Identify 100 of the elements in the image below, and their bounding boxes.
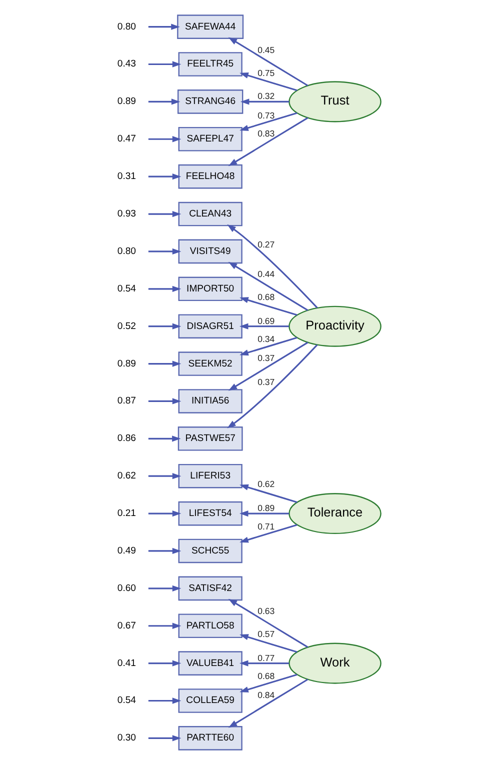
node-text: 0.93: [117, 208, 136, 220]
node-box: CLEAN43: [178, 202, 242, 226]
arrow: [228, 678, 308, 728]
arrow: [148, 61, 182, 68]
edge-label: 0.45: [258, 44, 275, 55]
edge-label: 0.84: [258, 690, 275, 700]
node-text: 0.80: [117, 21, 136, 32]
node-box: SAFEPL47: [178, 126, 242, 152]
edge-label: 0.89: [258, 502, 275, 513]
arrow: [228, 37, 308, 86]
edge-label: 0.34: [258, 334, 275, 344]
node-text: 0.80: [117, 246, 136, 257]
arrow: [148, 174, 182, 180]
node-text: 0.49: [117, 545, 136, 556]
edge-label: 0.83: [258, 128, 275, 139]
arrow: [148, 735, 182, 742]
arrow: [240, 674, 298, 692]
arrow: [227, 224, 318, 308]
node-box: LIFERI53: [178, 464, 242, 488]
node-ellipse: Work: [288, 642, 382, 684]
edge-label: 0.73: [258, 110, 275, 120]
arrow: [148, 210, 182, 218]
node-text: 0.31: [117, 171, 136, 182]
arrow: [148, 585, 182, 592]
arrow: [240, 336, 298, 356]
node-text: 0.43: [117, 58, 136, 70]
node-text: 0.54: [117, 283, 136, 294]
node-text: 0.30: [117, 732, 136, 744]
node-box: IMPORT50: [178, 276, 242, 302]
arrow: [228, 262, 308, 311]
arrow: [148, 622, 182, 629]
node-box: SEEKM52: [178, 352, 242, 376]
edge-label: 0.37: [258, 353, 275, 364]
node-ellipse: Trust: [288, 81, 382, 122]
arrow: [240, 634, 298, 653]
arrow: [228, 117, 308, 166]
arrow: [228, 342, 308, 391]
edge-label: 0.27: [258, 239, 275, 250]
node-box: SATISF42: [178, 576, 242, 601]
node-ellipse: Proactivity: [288, 306, 382, 347]
arrow: [148, 473, 182, 480]
arrow: [227, 344, 318, 428]
edge-label: 0.57: [258, 628, 275, 639]
arrow: [148, 24, 180, 30]
node-box: FEELHO48: [178, 164, 242, 189]
arrow: [239, 323, 289, 330]
node-text: 0.41: [117, 658, 136, 669]
node-box: PARTTE60: [178, 726, 242, 750]
arrow: [148, 436, 181, 442]
node-box: SCHC55: [178, 538, 242, 564]
edge-label: 0.68: [258, 292, 275, 302]
arrow: [240, 72, 298, 92]
arrow: [148, 398, 182, 404]
node-box: PARTLO58: [178, 614, 242, 638]
edge-label: 0.68: [258, 671, 275, 682]
arrow: [148, 510, 182, 517]
node-box: LIFEST54: [178, 501, 242, 526]
node-text: 0.67: [117, 620, 136, 632]
arrow: [148, 360, 182, 367]
arrow: [240, 98, 290, 105]
node-text: 0.62: [117, 470, 136, 482]
node-box: VALUEB41: [178, 651, 242, 676]
node-text: 0.52: [117, 320, 136, 332]
arrow: [148, 323, 182, 330]
node-box: DISAGR51: [178, 314, 242, 338]
node-box: STRANG46: [177, 90, 244, 114]
edge-label: 0.44: [258, 268, 275, 279]
node-box: VISITS49: [178, 239, 242, 264]
arrow: [148, 548, 182, 554]
node-ellipse: Tolerance: [288, 493, 382, 534]
arrow: [148, 98, 180, 105]
edge-label: 0.77: [258, 652, 275, 663]
arrow: [240, 484, 298, 503]
node-text: 0.21: [117, 508, 136, 520]
arrow: [148, 286, 182, 292]
node-text: 0.60: [117, 582, 136, 594]
node-text: 0.47: [117, 134, 136, 145]
edge-label: 0.62: [258, 479, 275, 490]
edge-label: 0.37: [258, 377, 275, 388]
arrow: [148, 248, 182, 255]
arrow: [228, 598, 308, 648]
node-box: COLLEA59: [178, 688, 242, 713]
edge-label: 0.32: [258, 91, 275, 102]
edge-label: 0.71: [258, 521, 275, 532]
arrow: [148, 698, 182, 704]
edge-label: 0.75: [258, 68, 275, 78]
arrow: [148, 660, 182, 666]
node-text: 0.86: [117, 433, 136, 444]
arrow: [240, 524, 298, 543]
node-text: 0.89: [117, 358, 136, 370]
node-box: INITIA56: [178, 389, 242, 414]
arrow: [240, 297, 298, 316]
arrow: [239, 510, 289, 517]
node-text: 0.54: [117, 695, 136, 706]
node-box: SAFEWA44: [177, 14, 244, 39]
edge-label: 0.69: [258, 316, 275, 326]
arrow: [240, 112, 298, 131]
node-text: 0.89: [117, 96, 136, 108]
arrow: [239, 660, 289, 666]
arrow: [148, 136, 182, 142]
